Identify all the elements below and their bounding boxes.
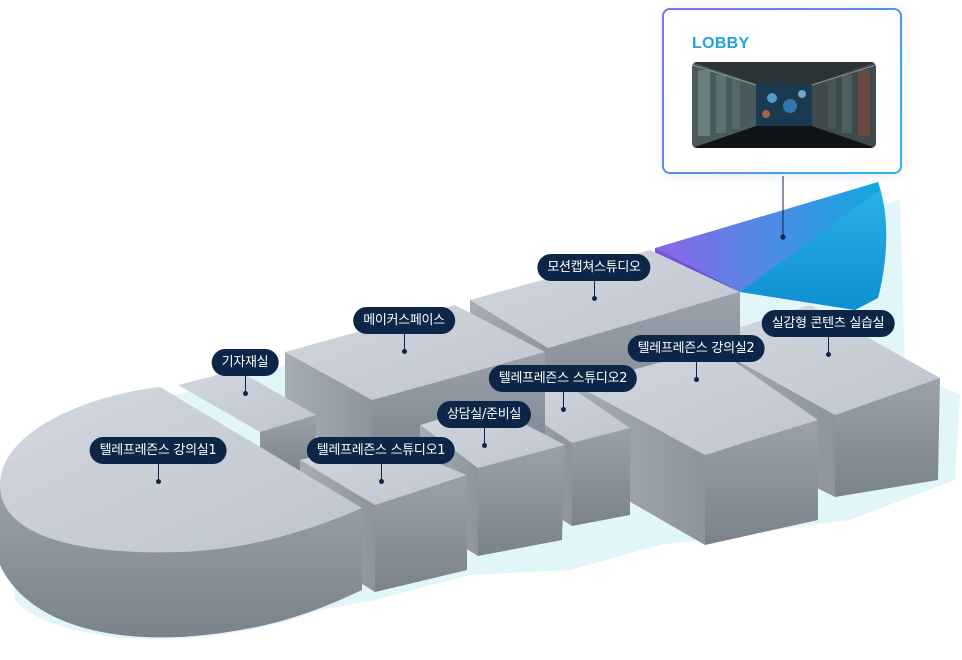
lobby-photo xyxy=(692,62,876,148)
dot-press-room xyxy=(243,391,248,396)
stem-studio-1 xyxy=(381,464,382,480)
label-lecture-room-2[interactable]: 텔레프레즌스 강의실2 xyxy=(627,335,765,362)
dot-studio-2 xyxy=(561,407,566,412)
label-immersive-content-lab[interactable]: 실감형 콘텐츠 실습실 xyxy=(761,310,895,337)
stem-press-room xyxy=(245,376,246,392)
label-lecture-room-1[interactable]: 텔레프레즌스 강의실1 xyxy=(89,437,227,464)
dot-consult-room xyxy=(482,443,487,448)
dot-lecture-room-1 xyxy=(156,479,161,484)
label-maker-space[interactable]: 메이커스페이스 xyxy=(353,307,455,334)
dot-lecture-room-2 xyxy=(694,377,699,382)
label-studio-2[interactable]: 텔레프레즌스 스튜디오2 xyxy=(488,365,638,392)
dot-studio-1 xyxy=(379,479,384,484)
lobby-marker-dot xyxy=(780,234,786,240)
stem-lecture-room-1 xyxy=(158,464,159,480)
block-lecture-room-1[interactable] xyxy=(0,387,362,638)
stem-immersive-content-lab xyxy=(828,337,829,353)
label-press-room[interactable]: 기자재실 xyxy=(211,349,279,376)
dot-motion-capture-studio xyxy=(592,296,597,301)
dot-maker-space xyxy=(402,349,407,354)
stem-consult-room xyxy=(484,428,485,444)
stem-maker-space xyxy=(404,334,405,350)
label-consult-room[interactable]: 상담실/준비실 xyxy=(436,401,532,428)
stem-lecture-room-2 xyxy=(696,362,697,378)
lobby-corridor-photo-icon xyxy=(692,62,876,148)
dot-immersive-content-lab xyxy=(826,352,831,357)
lobby-card[interactable]: LOBBY xyxy=(662,8,902,174)
stem-studio-2 xyxy=(563,392,564,408)
label-studio-1[interactable]: 텔레프레즌스 스튜디오1 xyxy=(306,437,456,464)
lobby-title: LOBBY xyxy=(692,35,750,52)
label-motion-capture-studio[interactable]: 모션캡쳐스튜디오 xyxy=(537,254,651,281)
stem-motion-capture-studio xyxy=(594,281,595,297)
